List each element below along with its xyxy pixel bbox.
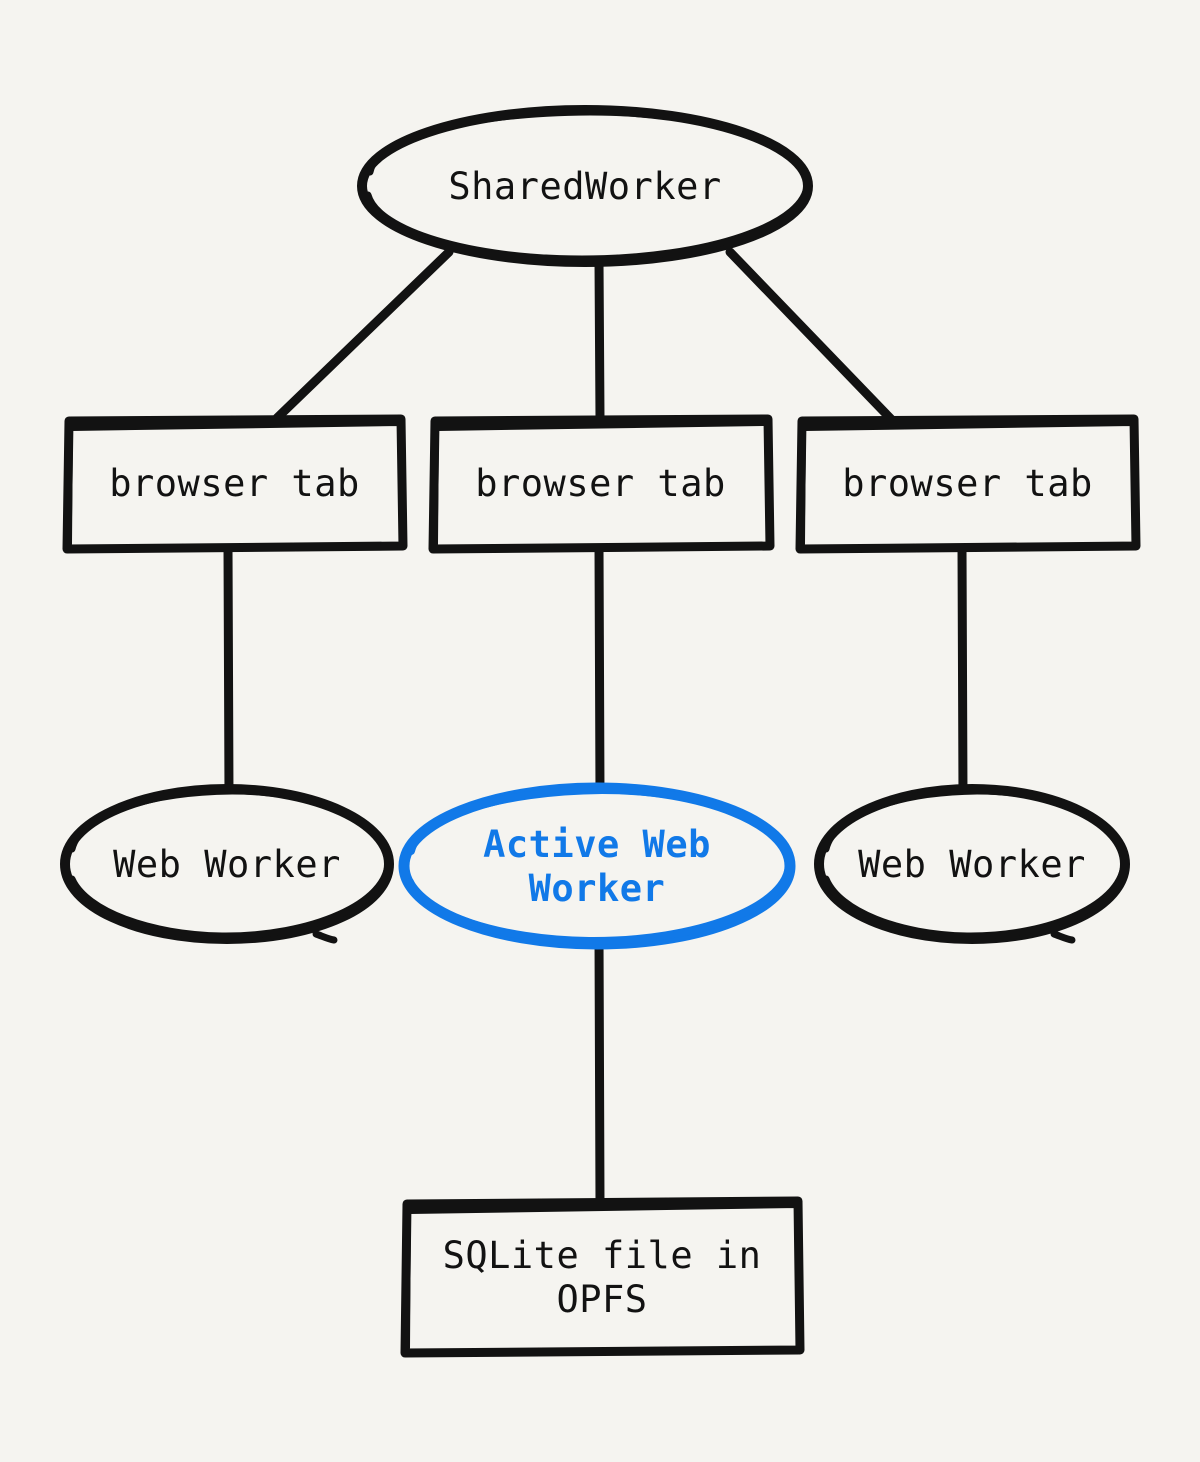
node-web-worker-left-outline[interactable] [60,784,394,944]
edge-tab-right-worker-right [957,543,968,802]
edge-layer [223,247,968,1208]
node-browser-tab-middle-outline[interactable] [428,414,775,554]
node-shared-worker-outline[interactable] [357,105,813,267]
node-web-worker-active-outline[interactable] [398,782,796,950]
edge-sharedworker-tab-left [272,247,454,423]
edge-tab-middle-worker-active [594,543,605,800]
node-sqlite-opfs-file-outline[interactable] [400,1196,805,1358]
node-browser-tab-right-outline[interactable] [795,414,1141,554]
node-browser-tab-left-outline[interactable] [62,414,408,554]
edge-tab-left-worker-left [223,543,234,802]
edge-sharedworker-tab-right [725,247,896,424]
node-web-worker-right-outline[interactable] [814,784,1130,944]
edge-worker-active-sqlite [594,933,605,1208]
edge-sharedworker-tab-middle [594,257,605,423]
